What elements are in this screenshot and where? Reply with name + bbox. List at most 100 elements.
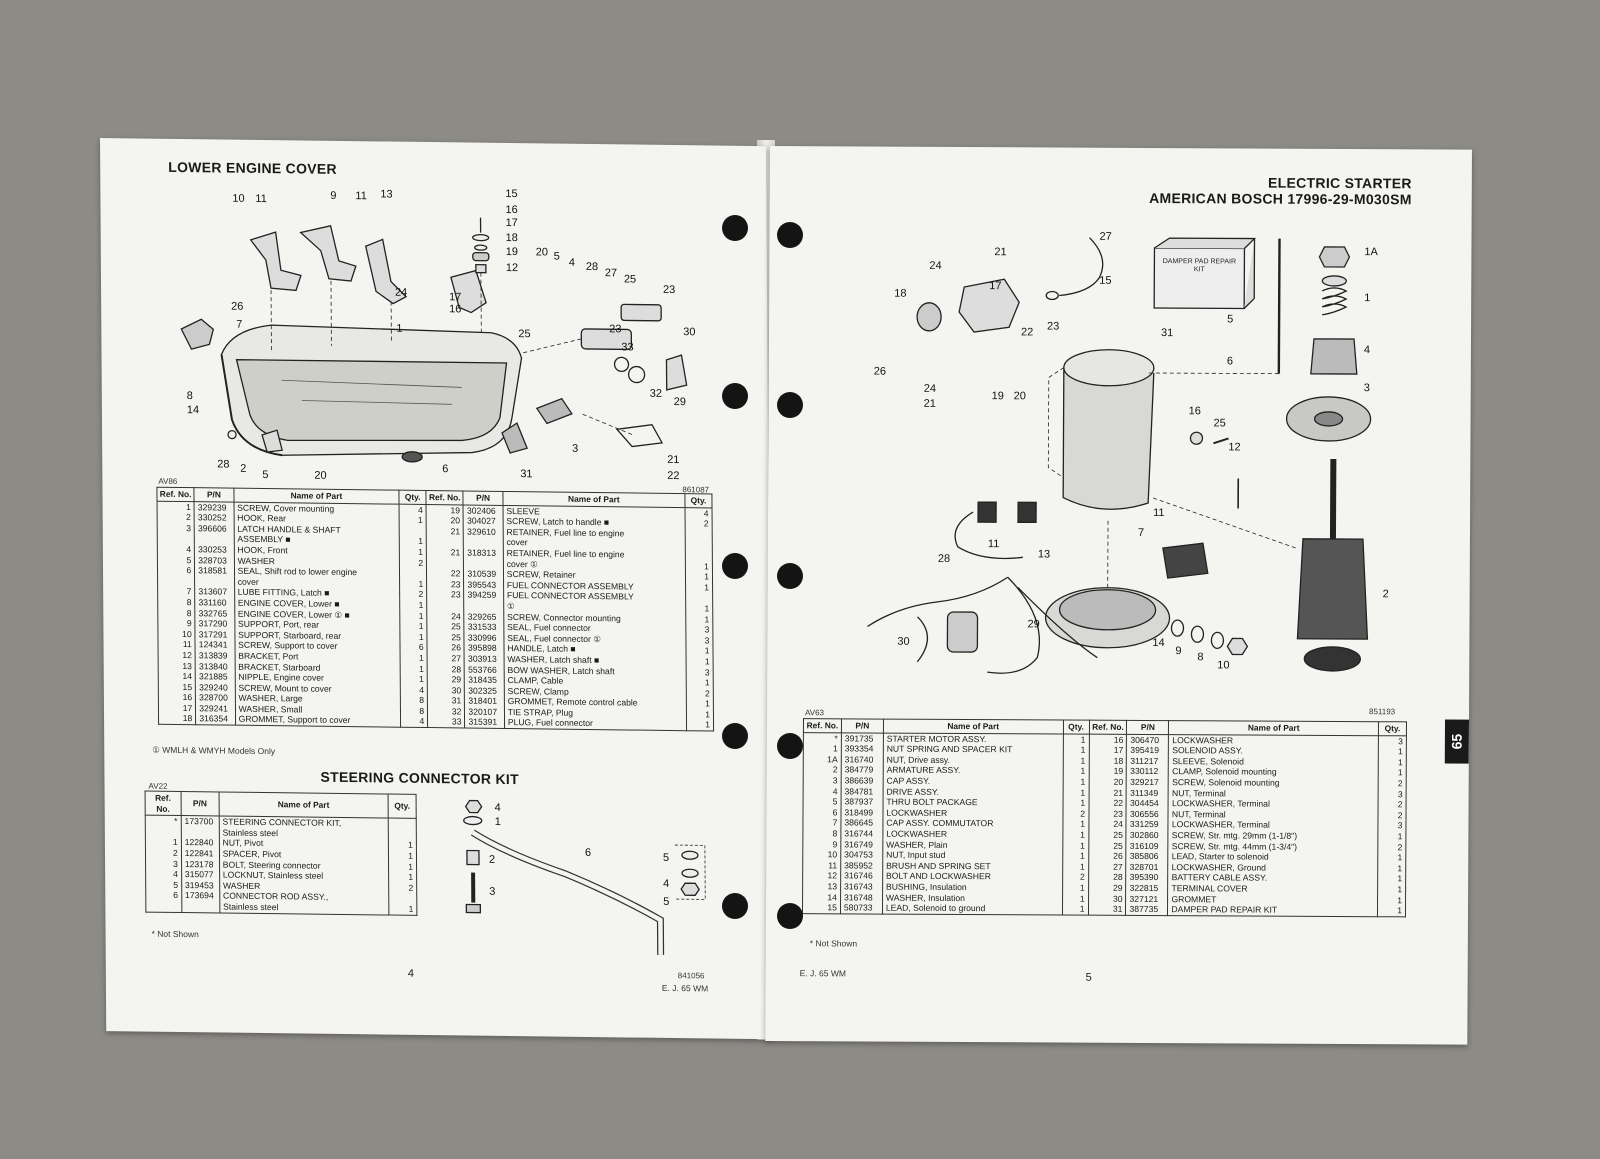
table-cell: 1 (399, 536, 427, 547)
starter-title-line1: ELECTRIC STARTER (1268, 174, 1412, 192)
table-cell: 1 (388, 903, 417, 915)
table-cell: 580733 (840, 902, 883, 914)
table-cell: 30 (1088, 893, 1127, 904)
table-cell: 311217 (1126, 755, 1169, 767)
table-cell: 306556 (1126, 808, 1169, 820)
col-header: Ref. No. (426, 490, 464, 505)
binder-hole (722, 723, 748, 749)
table-cell: 1 (399, 599, 427, 611)
col-header: Qty. (1378, 721, 1407, 736)
table-cell: 10 (802, 849, 841, 861)
callout: 28 (217, 458, 229, 470)
table-cell: 306470 (1126, 733, 1169, 746)
table-cell: 6 (157, 564, 195, 576)
table-cell: 173694 (181, 890, 220, 902)
table-cell: 328701 (1126, 861, 1169, 873)
table-cell: 4 (157, 543, 195, 555)
table-cell: BOLT AND LOCKWASHER (882, 870, 1063, 883)
table-cell: 329240 (195, 681, 235, 693)
table-cell: 316746 (840, 870, 883, 882)
table-cell: 11 (802, 859, 841, 871)
table-cell: NUT, Input stud (882, 849, 1063, 862)
callout: 5 (663, 852, 669, 864)
callout: 11 (988, 538, 999, 550)
callout: 3 (489, 886, 495, 898)
table-cell: 5 (145, 879, 182, 891)
steering-title: STEERING CONNECTOR KIT (320, 768, 519, 788)
table-cell: 1 (145, 836, 182, 848)
table-cell: 15 (802, 902, 841, 914)
table-cell: 25 (427, 631, 465, 643)
starter-title-line2: AMERICAN BOSCH 17996-29-M030SM (1149, 189, 1412, 208)
table-cell: 8 (157, 607, 196, 619)
table-cell: 394259 (464, 589, 504, 601)
table-cell: 21 (426, 525, 464, 537)
table-cell: 1 (1062, 893, 1089, 904)
callout: 11 (355, 190, 367, 202)
table-cell: 313840 (195, 660, 235, 672)
table-cell: LEAD, Solenoid to ground (882, 902, 1063, 915)
table-cell: 20 (426, 515, 464, 527)
table-cell: 395419 (1126, 745, 1169, 756)
table-cell: 313839 (195, 650, 235, 662)
table-cell: 386645 (840, 817, 883, 829)
table-cell: 316749 (840, 838, 883, 850)
table-cell: 1 (400, 673, 428, 685)
table-cell: 19 (1088, 766, 1127, 777)
binder-hole (722, 893, 748, 919)
table-cell: 1 (1062, 829, 1089, 841)
table-cell: 4 (685, 507, 713, 519)
callout: 23 (609, 323, 621, 335)
table-cell: 124341 (195, 639, 235, 651)
callout: 1A (1364, 246, 1378, 258)
table-cell: SCREW, Str. mtg. 29mm (1-1/8") (1168, 830, 1378, 842)
table-cell: 122841 (181, 847, 220, 860)
table-cell: 29 (427, 674, 465, 686)
table-cell: 2 (388, 882, 417, 894)
table-cell: 3 (803, 775, 842, 786)
table-cell: 1 (685, 571, 713, 583)
table-cell (399, 525, 427, 537)
callout: 2 (489, 854, 495, 866)
table-cell: 386639 (841, 775, 884, 787)
table-cell: 318401 (464, 695, 505, 707)
table-cell: 385952 (840, 860, 883, 871)
table-cell: 14 (158, 670, 196, 682)
col-header: Name of Part (218, 791, 389, 819)
table-cell: 8 (400, 705, 428, 717)
table-cell: 1 (1378, 756, 1407, 768)
table-cell: 2 (1062, 808, 1089, 820)
table-cell: 304753 (840, 849, 883, 861)
table-cell: 9 (157, 617, 196, 629)
table-cell: 2 (1377, 809, 1407, 821)
table-cell: 2 (1377, 841, 1406, 853)
table-cell: 10 (157, 628, 196, 640)
callout: 20 (314, 470, 326, 482)
starter-footnote: * Not Shown (809, 938, 858, 949)
table-cell: 3 (685, 624, 713, 636)
table-cell: 1 (399, 578, 427, 590)
table-cell (426, 557, 464, 569)
table-cell: 6 (400, 641, 428, 653)
page-footer: E. J. 65 WM (661, 982, 709, 994)
callout: 25 (518, 328, 530, 340)
callout: 1 (495, 816, 501, 828)
table-cell: 384781 (841, 785, 884, 797)
table-cell: 1 (400, 620, 428, 632)
col-header: Ref. No. (803, 718, 842, 733)
page-footer: E. J. 65 WM (799, 968, 846, 979)
table-cell: 1 (803, 743, 842, 755)
callout: 5 (554, 251, 560, 263)
callout: 11 (255, 193, 267, 205)
binder-hole (722, 383, 748, 409)
callout: 27 (605, 267, 617, 279)
callout: 15 (505, 188, 517, 200)
right-page: ELECTRIC STARTER AMERICAN BOSCH 17996-29… (765, 146, 1472, 1045)
lower-cover-diagram: 10 11 9 11 13 15 16 17 18 19 20 5 4 28 2… (180, 188, 696, 482)
table-cell: 18 (158, 713, 196, 725)
table-cell: 316748 (840, 891, 883, 903)
table-cell: 315077 (181, 869, 220, 881)
table-cell: 330112 (1126, 766, 1169, 778)
table-cell: 14 (802, 891, 841, 903)
